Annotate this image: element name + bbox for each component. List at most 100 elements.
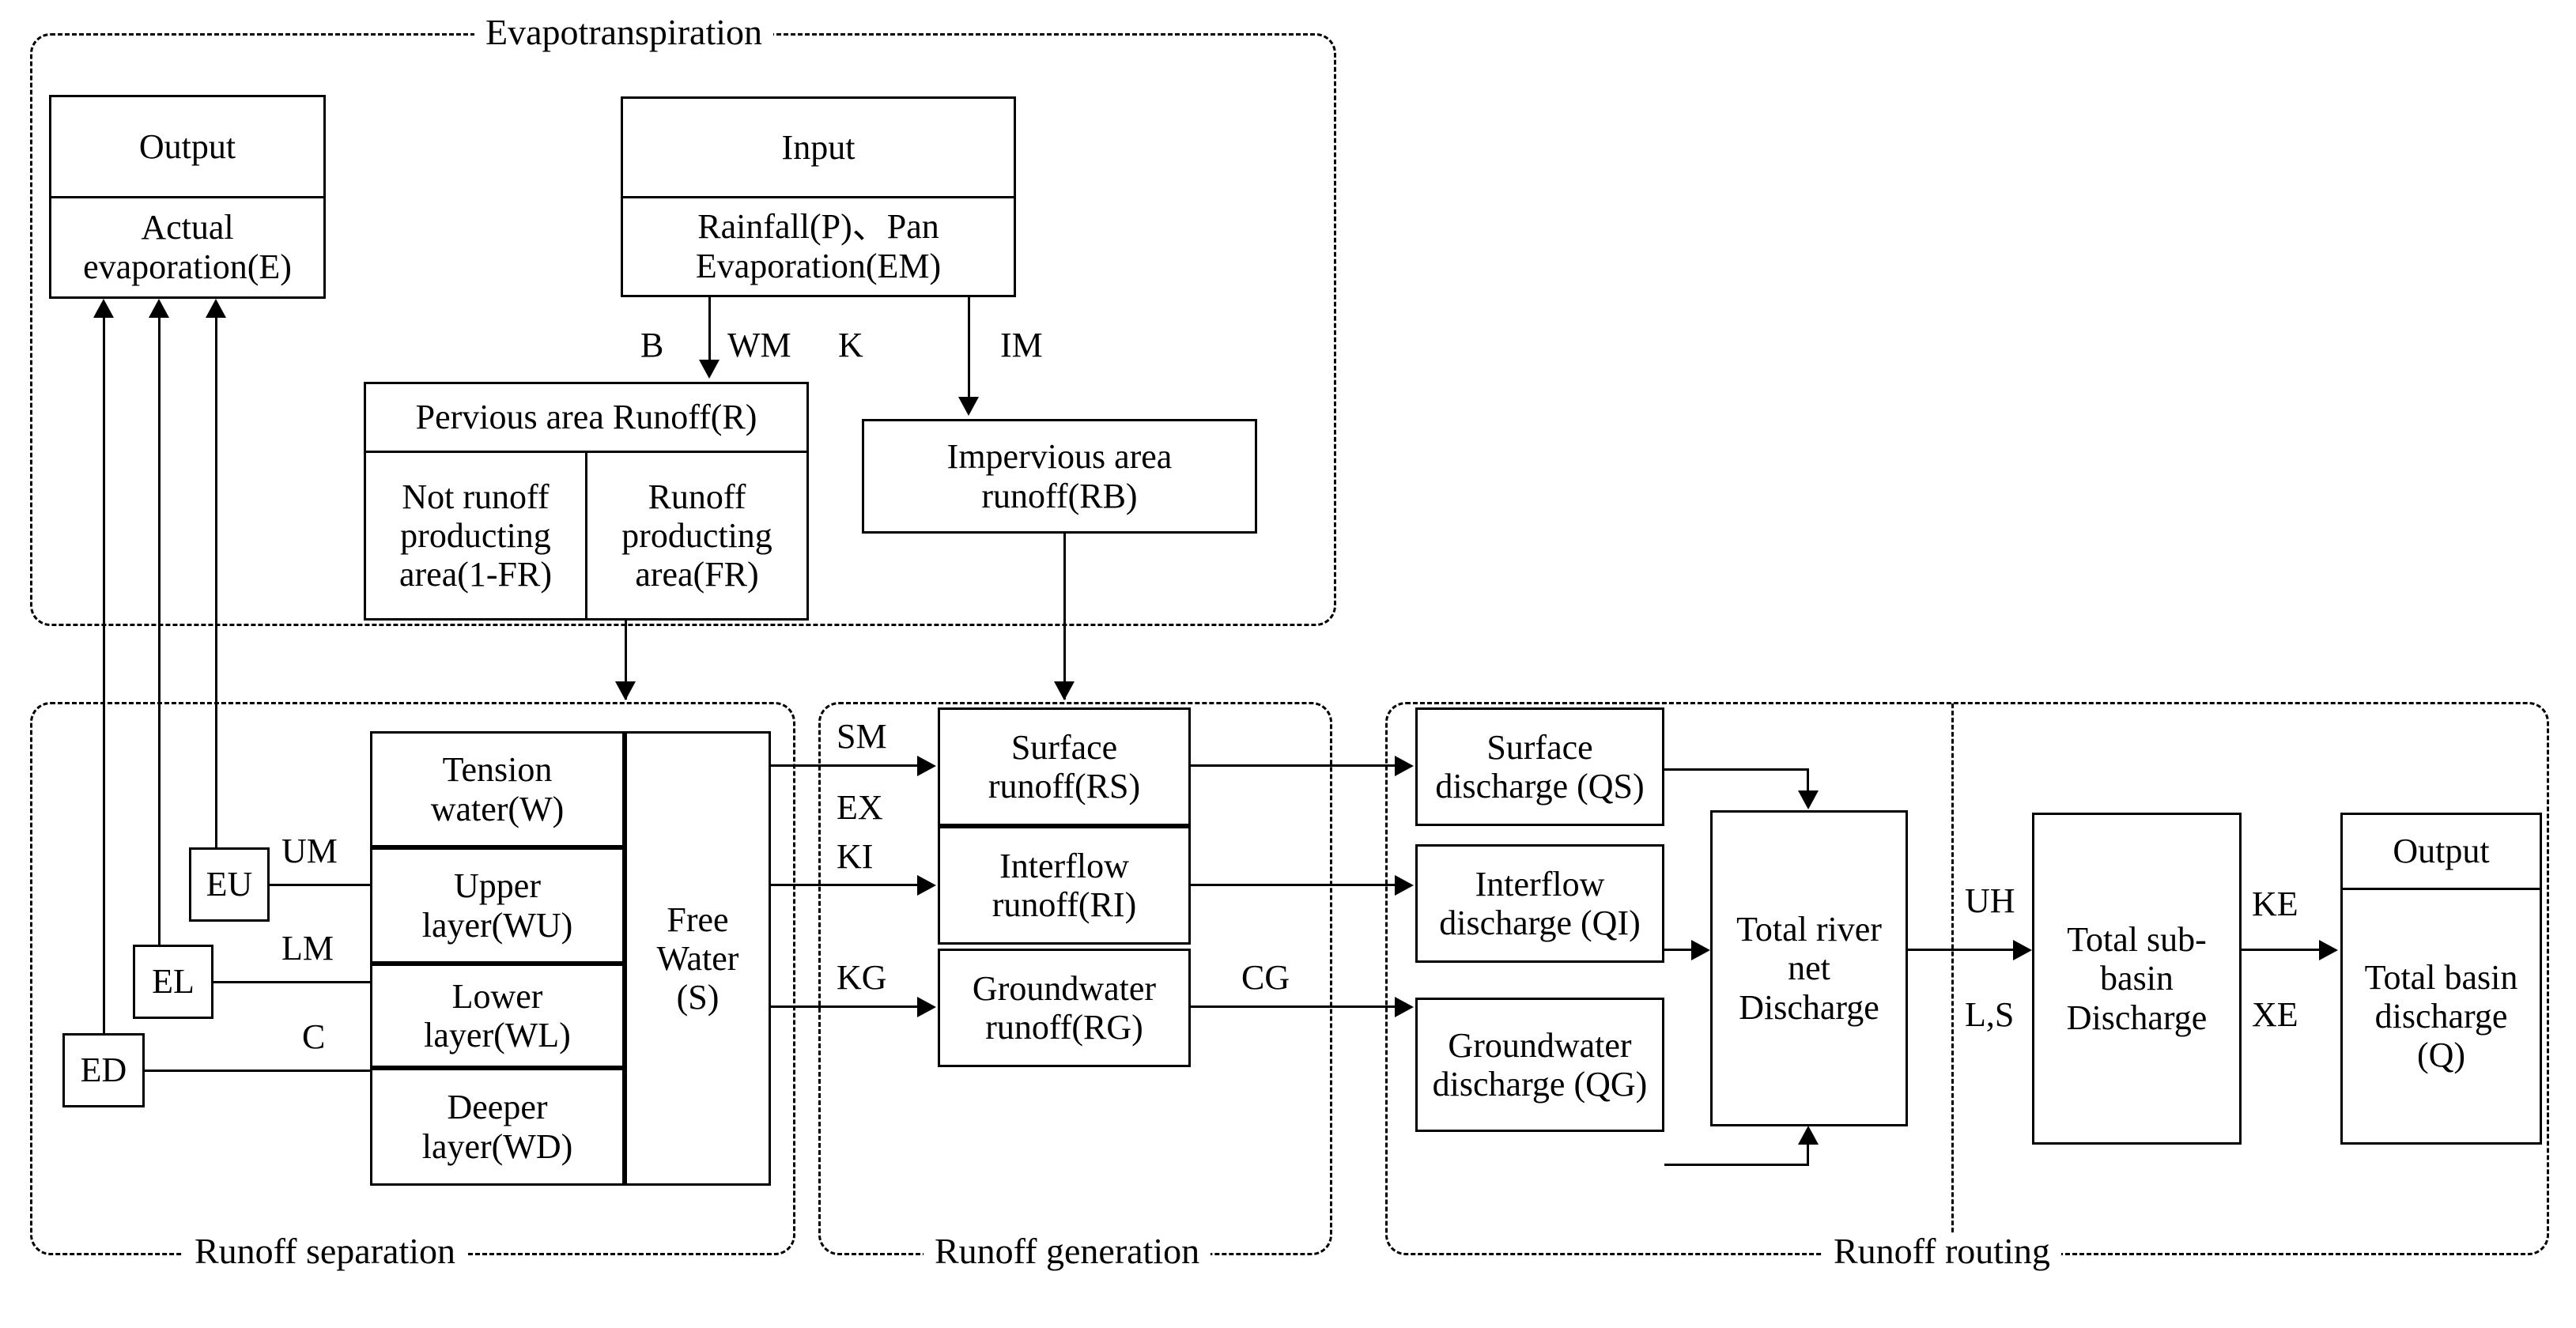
output-evaporation-body: Actual evaporation(E) [51,195,323,297]
line-qs-elbow-v [1807,768,1809,794]
arrow-ri-to-qi [1395,875,1414,896]
arrow-qg-into-total [1798,1126,1819,1145]
pervious-header: Pervious area Runoff(R) [415,398,757,437]
line-el-to-output [158,316,161,945]
box-ed[interactable]: ED [62,1033,145,1107]
param-ke: KE [2252,885,2298,923]
box-groundwater-discharge[interactable]: Groundwater discharge (QG) [1415,998,1664,1132]
param-kg: KG [837,958,887,997]
param-k: K [838,326,863,364]
box-impervious-area-runoff[interactable]: Impervious area runoff(RB) [862,419,1257,534]
line-total-river-to-subbasin [1908,949,2019,951]
param-uh: UH [1965,881,2015,920]
box-output-evaporation[interactable]: Output Actual evaporation(E) [49,95,326,299]
arrow-subbasin-to-output [2319,940,2338,960]
free-water-label: Free Water (S) [656,900,739,1017]
arrow-ed-to-output [93,299,114,318]
box-interflow-runoff[interactable]: Interflow runoff(RI) [938,826,1191,945]
line-eu-to-output [215,316,217,847]
line-eu-to-column [270,884,372,886]
group-label-runoff-routing: Runoff routing [1822,1233,2061,1270]
arrow-freewater-to-ri [917,875,936,896]
box-eu[interactable]: EU [189,847,270,922]
param-ls: L,S [1965,995,2015,1034]
box-deeper-layer[interactable]: Deeper layer(WD) [370,1068,625,1186]
box-upper-layer[interactable]: Upper layer(WU) [370,847,625,964]
box-lower-layer[interactable]: Lower layer(WL) [370,964,625,1068]
param-b: B [640,326,664,364]
arrow-rg-to-qg [1395,997,1414,1017]
impervious-body: Impervious area runoff(RB) [946,437,1173,515]
line-pervious-to-soil [625,621,627,700]
line-freewater-to-rs [771,764,919,767]
box-surface-runoff[interactable]: Surface runoff(RS) [938,707,1191,826]
param-lm: LM [281,929,334,968]
pervious-not-producing: Not runoff producting area(1-FR) [398,477,552,594]
group-label-evapotranspiration: Evapotranspiration [474,14,774,51]
param-sm: SM [837,717,887,756]
routing-inner-divider [1951,704,1954,1254]
line-ri-to-qi [1191,884,1396,886]
box-total-subbasin-discharge[interactable]: Total sub-basin Discharge [2032,813,2242,1145]
el-label: EL [152,962,195,1002]
box-pervious-area-runoff[interactable]: Pervious area Runoff(R) Not runoff produ… [364,382,809,621]
arrow-pervious-to-soil [615,681,636,700]
line-freewater-to-ri [771,884,919,886]
line-el-to-column [213,981,372,983]
group-label-runoff-generation: Runoff generation [924,1233,1211,1270]
pervious-producing: Runoff producting area(FR) [585,453,806,618]
line-qg-elbow-h [1664,1164,1809,1166]
line-ed-to-output [103,316,105,1034]
total-river-net-discharge-label: Total river net Discharge [1736,910,1882,1027]
output-q-body: Total basin discharge (Q) [2343,888,2540,1142]
riser-ed [103,790,105,1035]
param-cg: CG [1241,958,1290,997]
line-ed-to-column [145,1070,372,1072]
box-interflow-discharge[interactable]: Interflow discharge (QI) [1415,844,1664,963]
total-subbasin-discharge-label: Total sub-basin Discharge [2066,920,2208,1037]
groundwater-discharge-label: Groundwater discharge (QG) [1432,1025,1648,1104]
deeper-layer-label: Deeper layer(WD) [421,1088,573,1166]
pervious-subareas: Not runoff producting area(1-FR) Runoff … [366,451,806,618]
line-input-to-pervious [708,297,711,362]
line-freewater-to-rg [771,1005,919,1008]
box-surface-discharge[interactable]: Surface discharge (QS) [1415,707,1664,826]
param-im: IM [1000,326,1043,364]
arrow-eu-to-output [206,299,226,318]
box-free-water[interactable]: Free Water (S) [625,731,771,1186]
box-total-river-net-discharge[interactable]: Total river net Discharge [1710,810,1908,1126]
box-output-total-basin-discharge[interactable]: Output Total basin discharge (Q) [2340,813,2542,1145]
arrow-impervious-to-surface [1054,681,1075,700]
arrow-input-to-impervious [958,397,979,416]
box-input[interactable]: Input Rainfall(P)、Pan Evaporation(EM) [621,96,1016,297]
interflow-discharge-label: Interflow discharge (QI) [1439,864,1641,942]
param-xe: XE [2252,995,2298,1034]
arrow-total-river-to-subbasin [2013,940,2032,960]
riser-eu [215,790,217,849]
surface-runoff-label: Surface runoff(RS) [988,727,1141,805]
line-impervious-to-surface [1063,534,1066,700]
param-c: C [302,1017,326,1056]
param-wm: WM [727,326,791,364]
interflow-runoff-label: Interflow runoff(RI) [991,846,1137,924]
tension-water-label: Tension water(W) [430,750,565,828]
eu-label: EU [206,865,253,904]
group-label-runoff-separation: Runoff separation [183,1233,467,1270]
line-qi-to-total [1664,949,1693,951]
line-qs-elbow-h [1664,768,1809,771]
box-tension-water[interactable]: Tension water(W) [370,731,625,847]
arrow-freewater-to-rs [917,756,936,776]
output-evaporation-header: Output [138,126,236,166]
upper-layer-label: Upper layer(WU) [421,866,573,945]
line-input-to-impervious [968,297,970,398]
arrow-qi-into-total [1691,940,1710,960]
param-um: UM [281,832,338,870]
box-el[interactable]: EL [133,945,213,1019]
input-body: Rainfall(P)、Pan Evaporation(EM) [623,195,1014,296]
output-q-header: Output [2393,832,2490,871]
input-header: Input [781,127,856,167]
box-groundwater-runoff[interactable]: Groundwater runoff(RG) [938,949,1191,1067]
riser-el [158,790,161,946]
ed-label: ED [80,1051,127,1090]
